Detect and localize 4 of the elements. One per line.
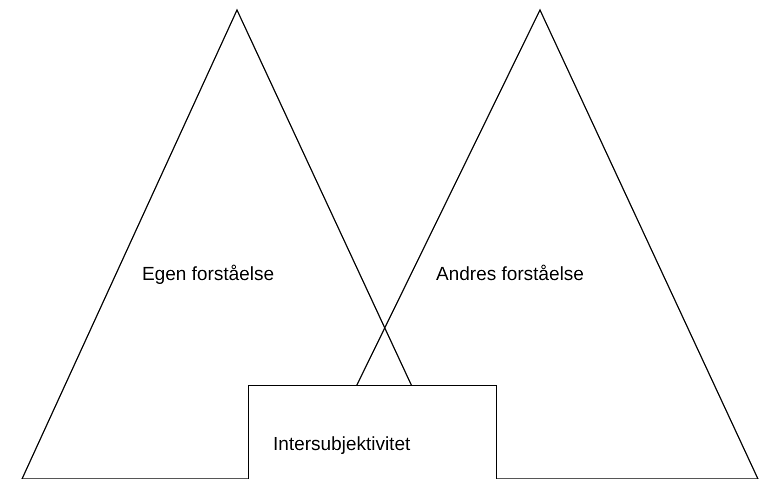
triangle-label: Egen forståelse xyxy=(142,264,274,286)
label-box xyxy=(248,385,497,479)
box-label: Intersubjektivitet xyxy=(273,434,410,456)
triangle-label: Andres forståelse xyxy=(436,264,584,286)
